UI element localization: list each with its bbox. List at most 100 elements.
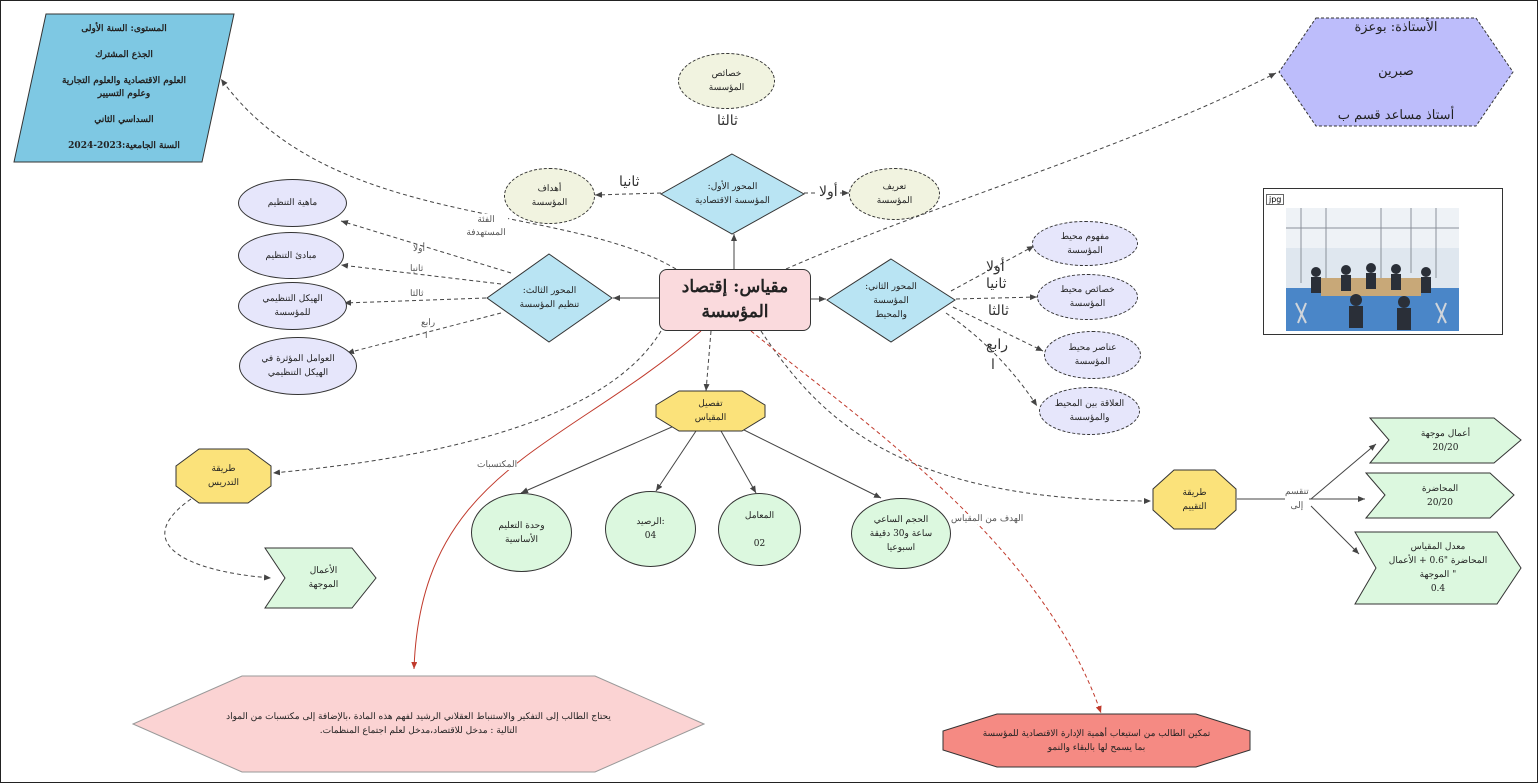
detail-hours-label: الحجم الساعي ساعة و30 دقيقة اسبوعيا [869,514,933,553]
axis2-item-features-label: خصائص محيط المؤسسة [1060,285,1115,309]
teacher-surname: صبرين [1378,64,1414,79]
axis3-item-structure-label: الهيكل التنظيمي للمؤسسة [262,294,323,318]
edge-label-axis3-fourth: رابع [421,318,436,328]
axis2-label: المحور الثاني: المؤسسة والمحيط [865,281,917,320]
edge-details-credit [655,430,697,492]
edge-label-axis2-third: ثالثا [988,303,1009,319]
axis2-item-features: خصائص محيط المؤسسة [1037,274,1138,320]
prerequisites-node: يحتاج الطالب إلى التفكير والاستنباط العق… [132,675,705,773]
detail-coefficient-label: المعامل 02 [744,510,775,549]
edge-label-axis2-first: أولا [986,259,1005,275]
eval-average-label: معدل المقياس المحاضرة "0.6 + الأعمال الم… [1388,542,1488,594]
detail-credit: الرصيد: 04 [605,491,696,567]
teaching-method-node: طريقة التدريس [175,448,272,504]
course-title: مقياس: إقتصاد المؤسسة [681,277,789,322]
objective-node: تمكين الطالب من استيعاب أهمية الإدارة ال… [942,713,1251,768]
edge-center-teaching [272,330,662,476]
evaluation-method-label: طريقة التقييم [1182,487,1207,512]
axis3-diamond: المحور الثالث: تنظيم المؤسسة [486,253,613,343]
eval-lecture-label: المحاضرة 20/20 [1421,483,1459,508]
detail-teaching-unit: وحدة التعليم الأساسية [471,493,572,572]
eval-average-node: معدل المقياس المحاضرة "0.6 + الأعمال الم… [1354,531,1522,605]
axis1-diamond: المحور الأول: المؤسسة الاقتصادية [660,153,805,235]
axis1-definition-label: تعريف المؤسسة [876,182,913,206]
edge-axis3-structure [343,297,487,306]
eval-lecture-node: المحاضرة 20/20 [1365,472,1515,519]
axis3-item-nature-label: ماهية التنظيم [267,198,318,208]
axis2-item-elements-label: عناصر محيط المؤسسة [1068,343,1117,367]
axis3-item-structure: الهيكل التنظيمي للمؤسسة [238,282,347,330]
tutorials-label: الأعمال الموجهة [308,566,339,590]
eval-tutorials-node: أعمال موجهة 20/20 [1369,417,1522,464]
detail-teaching-unit-label: وحدة التعليم الأساسية [498,520,545,545]
evaluation-method-node: طريقة التقييم [1152,469,1237,530]
eval-tutorials-label: أعمال موجهة 20/20 [1420,428,1471,453]
edge-label-prerequisites: المكتسبات [477,460,518,470]
edge-axis3-nature [340,220,512,274]
edge-label-target-group: الفئة المستهدفة [464,214,508,240]
edge-details-unit [520,422,682,494]
axis1-features-node: خصائص المؤسسة [678,53,775,109]
course-center-node: مقياس: إقتصاد المؤسسة [659,269,811,331]
teacher-rank: أستاذ مساعد قسم ب [1337,108,1455,123]
edge-details-hours [735,425,882,499]
info-level: المستوى: السنة الأولى [81,24,167,34]
info-academic-year: السنة الجامعية:2023-2024 [68,141,180,151]
axis1-label: المحور الأول: المؤسسة الاقتصادية [695,182,770,206]
edge-label-objective: الهدف من المقياس [951,514,1024,524]
course-details-node: تفصيل المقياس [655,390,766,432]
axis1-goals-node: أهداف المؤسسة [504,168,595,224]
edge-label-second: ثانيا [619,174,640,190]
detail-hours: الحجم الساعي ساعة و30 دقيقة اسبوعيا [851,498,951,569]
axis1-definition-node: تعريف المؤسسة [849,168,940,220]
axis3-label: المحور الثالث: تنظيم المؤسسة [519,286,580,310]
course-details-label: تفصيل المقياس [694,399,727,423]
axis1-features-label: خصائص المؤسسة [708,69,745,93]
teacher-box: الأستاذة: بوعزة صبرين أستاذ مساعد قسم ب [1278,17,1514,127]
tutorials-node: الأعمال الموجهة [264,547,377,609]
edge-label-axis3-first: أولا [413,244,425,254]
classroom-photo-icon [1286,208,1459,331]
detail-credit-label: الرصيد: 04 [636,517,665,541]
course-info-box: المستوى: السنة الأولى الجذع المشترك العل… [13,13,235,163]
info-common-core: الجذع المشترك [95,50,153,60]
edge-details-coef [720,430,757,494]
edge-axis2-features [955,294,1038,301]
edge-center-prerequisites [411,330,702,670]
info-field: العلوم الاقتصادية والعلوم التجارية وعلوم… [61,76,187,99]
axis3-item-principles-label: مبادئ التنظيم [265,250,317,261]
edge-label-axis2-fourth-tail: ا [991,357,995,373]
axis2-item-concept-label: مفهوم محيط المؤسسة [1060,231,1110,256]
edge-label-axis3-second: ثانيا [410,264,424,274]
axis2-item-elements: عناصر محيط المؤسسة [1044,331,1141,379]
edge-axis3-factors [346,312,502,355]
axis3-item-principles: مبادئ التنظيم [238,232,344,279]
edge-label-axis2-fourth: رابع [986,337,1008,353]
edge-axis1-goals [594,191,662,198]
image-type-tag: jpg [1266,194,1285,205]
edge-label-axis3-third: ثالثا [410,289,424,299]
edge-center-objective [750,330,1102,714]
teacher-name: الأستاذة: بوعزة [1354,20,1438,35]
edge-axis2-elements [952,306,1044,352]
axis1-goals-label: أهداف المؤسسة [531,184,568,208]
edge-label-axis2-second: ثانيا [986,276,1007,292]
edge-label-first: أولا [817,184,840,200]
edge-label-axis3-fourth-tail: ا [425,331,428,341]
edge-eval-works [1310,443,1377,500]
detail-coefficient: المعامل 02 [718,493,801,566]
edge-label-divides-into: تنقسم إلى [1285,485,1309,513]
edge-center-details [703,330,712,392]
edge-center-teacher [785,72,1277,270]
teaching-method-label: طريقة التدريس [207,464,239,488]
edge-axis2-relation [945,312,1038,407]
edge-center-info [220,78,677,270]
axis2-item-relation: العلاقة بين المحيط والمؤسسة [1039,387,1140,435]
edge-teaching-child [164,498,272,581]
edge-axis2-concept [950,245,1035,292]
axis2-diamond: المحور الثاني: المؤسسة والمحيط [826,258,956,343]
objective-text: تمكين الطالب من استيعاب أهمية الإدارة ال… [982,728,1211,753]
edge-eval-average [1310,505,1360,555]
